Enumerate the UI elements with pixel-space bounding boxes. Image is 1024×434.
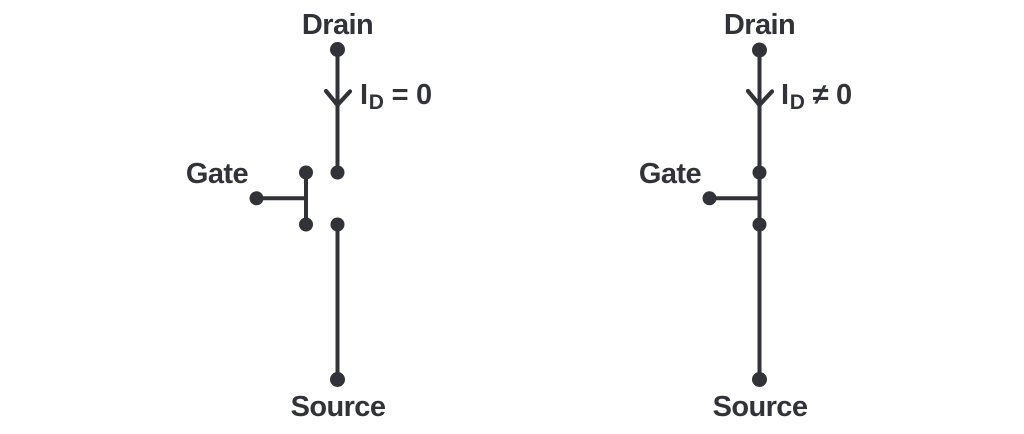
left-current-arrow-icon	[323, 88, 353, 108]
left-source-terminal-dot	[330, 372, 345, 387]
left-current-relation: = 0	[391, 79, 433, 111]
right-current-relation: ≠ 0	[812, 79, 853, 111]
left-channel-bottom-dot	[330, 217, 345, 232]
right-gate-terminal-dot	[702, 191, 717, 206]
right-channel-bottom-dot	[752, 217, 767, 232]
right-closed-switch-symbol	[702, 42, 775, 387]
left-current-subscript: D	[368, 91, 384, 114]
left-source-label: Source	[290, 391, 386, 423]
left-channel-top-dot	[330, 165, 345, 180]
left-gate-bar-bottom-dot	[299, 217, 313, 232]
left-gate-bar-top-dot	[299, 165, 313, 180]
left-gate-terminal-dot	[249, 191, 264, 206]
right-source-terminal-dot	[752, 372, 767, 387]
right-current-symbol: I	[781, 79, 789, 111]
right-drain-label: Drain	[723, 9, 796, 41]
left-drain-terminal-dot	[330, 42, 345, 57]
left-current-symbol: I	[360, 79, 368, 111]
left-gate-label: Gate	[185, 158, 249, 190]
left-current-label: ID = 0	[360, 79, 433, 114]
right-current-label: ID ≠ 0	[781, 79, 853, 114]
left-drain-label: Drain	[301, 9, 374, 41]
right-current-subscript: D	[789, 91, 805, 114]
right-gate-label: Gate	[638, 158, 702, 190]
left-open-switch-symbol	[249, 42, 353, 387]
right-source-label: Source	[712, 391, 808, 423]
right-channel-top-dot	[752, 165, 767, 180]
right-drain-terminal-dot	[752, 42, 767, 58]
right-current-arrow-icon	[745, 88, 775, 108]
